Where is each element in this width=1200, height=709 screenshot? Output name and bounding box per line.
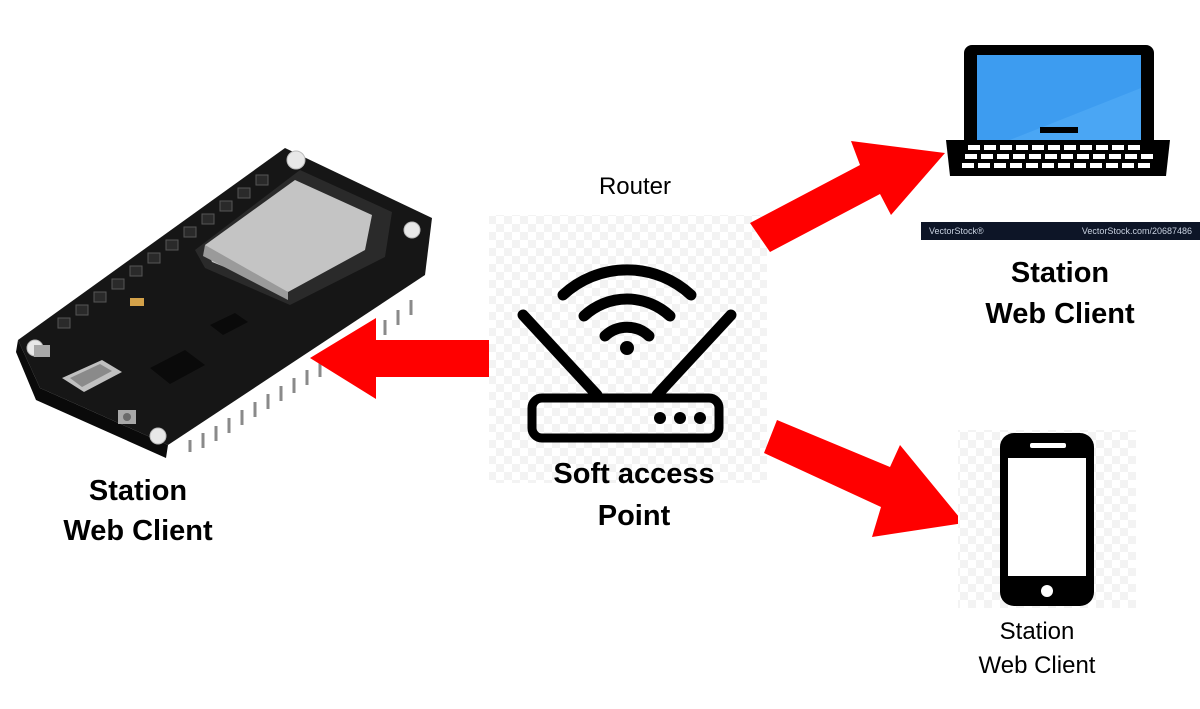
watermark-url: VectorStock.com/20687486 [1081,226,1192,236]
router-caption-line1: Soft access [553,458,715,490]
laptop-label-line1: Station [1010,257,1110,289]
esp32-board-icon [16,148,432,458]
router-icon [517,264,737,443]
laptop-label-line2: Web Client [985,298,1135,330]
esp32-label-line2: Web Client [63,515,213,547]
wifi-icon [620,341,634,355]
vectorstock-watermark: VectorStock® VectorStock.com/20687486 [921,222,1200,240]
router-caption-line2: Point [597,500,671,532]
esp32-label-line1: Station [88,475,188,507]
router-status-leds [654,412,706,424]
phone-label-line2: Web Client [978,652,1096,679]
phone-label-line1: Station [999,618,1075,645]
arrow-to-phone [764,420,964,537]
watermark-brand: VectorStock® [929,226,984,236]
laptop-keys [962,145,1153,168]
router-title: Router [598,173,672,200]
arrow-to-laptop [750,141,945,252]
arrow-to-esp32 [310,318,502,399]
smartphone-icon [1000,433,1094,606]
